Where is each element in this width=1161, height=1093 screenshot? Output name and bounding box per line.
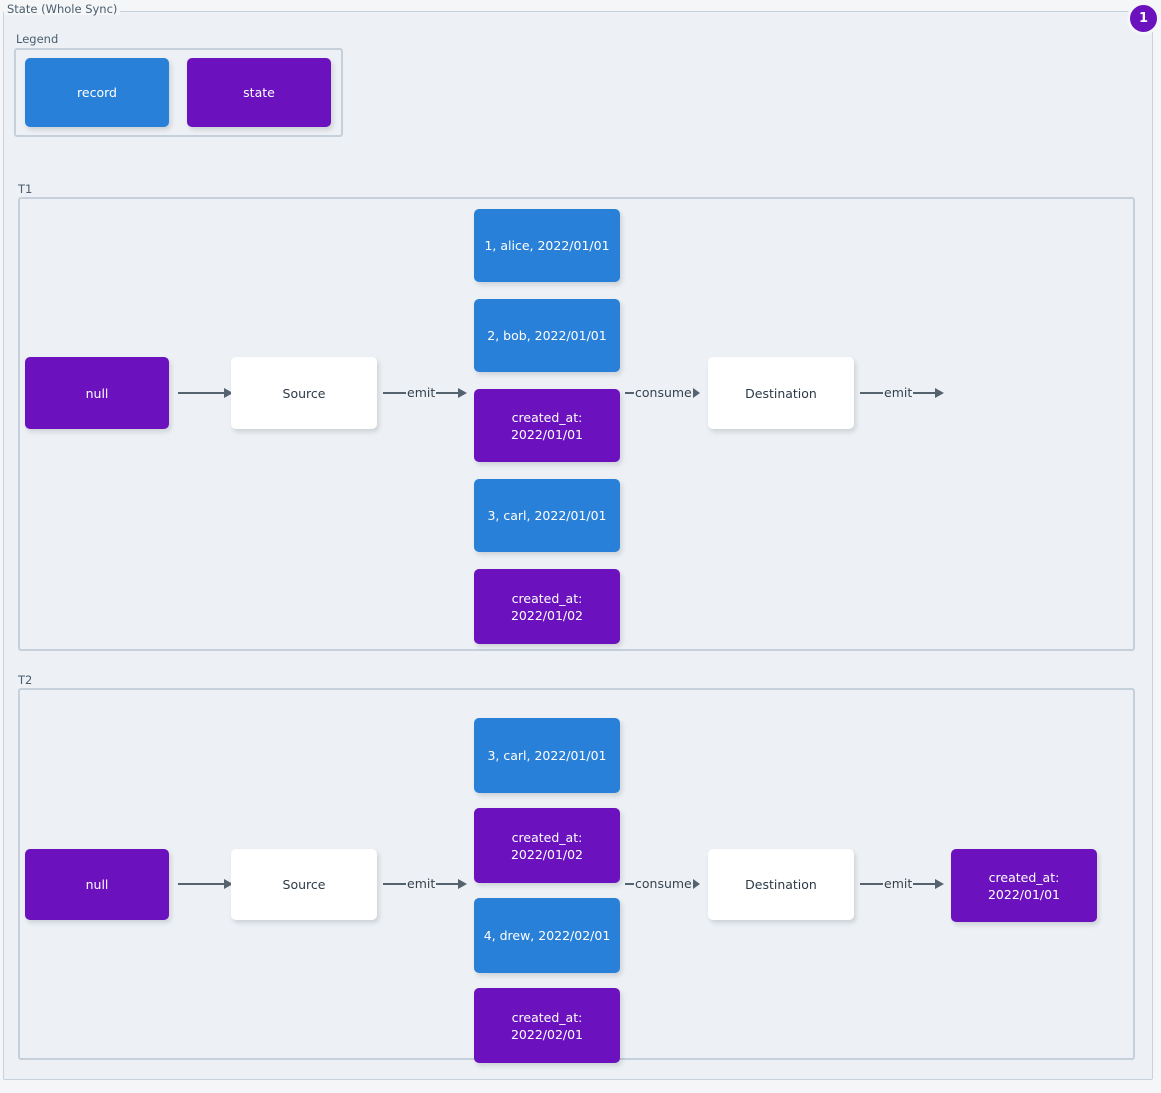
t2-output-state-node: created_at: 2022/01/01 (951, 849, 1097, 922)
t1-consume-label: consume (635, 385, 692, 400)
t2-stream-label-3: created_at: 2022/02/01 (510, 1009, 584, 1042)
t2-stream-label-2: 4, drew, 2022/02/01 (483, 928, 611, 943)
t2-stream-item-2: 4, drew, 2022/02/01 (474, 898, 620, 973)
legend-label-record: record (77, 85, 117, 100)
t1-stream-label-0: 1, alice, 2022/01/01 (484, 238, 610, 253)
t2-initial-state-label: null (85, 877, 109, 892)
arrow-line (625, 882, 634, 886)
t2-source-label: Source (282, 877, 326, 892)
legend-label-state: state (243, 85, 275, 100)
arrow-line (860, 882, 883, 886)
arrow-line (383, 391, 406, 395)
arrow-head-icon (935, 879, 945, 889)
t1-initial-state-node: null (25, 357, 169, 429)
t2-emit-label-source: emit (407, 876, 436, 891)
t1-stream-item-1: 2, bob, 2022/01/01 (474, 299, 620, 372)
t2-initial-state-node: null (25, 849, 169, 920)
arrow-line (913, 882, 936, 886)
t1-stream-item-4: created_at: 2022/01/02 (474, 569, 620, 644)
t1-stream-item-2: created_at: 2022/01/01 (474, 389, 620, 462)
t1-arrow-state-to-source (178, 384, 233, 402)
t2-arrow-source-emit: emit (383, 875, 468, 893)
arrow-head-icon (692, 388, 700, 398)
t2-source-node: Source (231, 849, 377, 920)
legend-title: Legend (16, 32, 59, 46)
t1-destination-label: Destination (745, 385, 817, 401)
t2-emit-label-destination: emit (884, 876, 913, 891)
t2-arrow-state-to-source (178, 875, 233, 893)
t2-stream-item-0: 3, carl, 2022/01/01 (474, 718, 620, 793)
t1-stream-label-1: 2, bob, 2022/01/01 (487, 328, 607, 343)
arrow-line (383, 882, 406, 886)
legend-swatch-state: state (187, 58, 331, 127)
t1-initial-state-label: null (85, 385, 109, 401)
t1-arrow-destination-emit: emit (860, 384, 945, 402)
t1-stream-label-4: created_at: 2022/01/02 (510, 590, 584, 623)
arrow-line (178, 882, 224, 886)
t1-emit-label-source: emit (407, 385, 436, 400)
t2-stream-label-0: 3, carl, 2022/01/01 (487, 748, 607, 763)
t1-title: T1 (18, 182, 33, 196)
t2-stream-label-1: created_at: 2022/01/02 (510, 829, 584, 862)
t2-title: T2 (18, 673, 33, 687)
arrow-line (860, 391, 883, 395)
t1-stream-item-0: 1, alice, 2022/01/01 (474, 209, 620, 282)
t1-stream-label-3: 3, carl, 2022/01/01 (487, 508, 607, 523)
t2-destination-node: Destination (708, 849, 854, 920)
arrow-head-icon (458, 388, 468, 398)
t1-emit-label-destination: emit (884, 385, 913, 400)
t1-stream-label-2: created_at: 2022/01/01 (510, 409, 584, 442)
arrow-line (436, 391, 459, 395)
status-badge-count: 1 (1138, 11, 1149, 26)
legend-swatch-record: record (25, 58, 169, 127)
t1-source-label: Source (282, 385, 326, 401)
t2-consume-label: consume (635, 876, 692, 891)
t1-arrow-consume: consume (625, 384, 700, 402)
t1-destination-node: Destination (708, 357, 854, 429)
t2-stream-item-1: created_at: 2022/01/02 (474, 808, 620, 883)
t2-arrow-destination-emit: emit (860, 875, 945, 893)
arrow-line (913, 391, 936, 395)
t1-source-node: Source (231, 357, 377, 429)
arrow-line (178, 391, 224, 395)
t1-arrow-source-emit: emit (383, 384, 468, 402)
arrow-head-icon (692, 879, 700, 889)
diagram-title: State (Whole Sync) (4, 3, 121, 15)
t2-destination-label: Destination (745, 877, 817, 892)
arrow-line (436, 882, 459, 886)
t2-stream-item-3: created_at: 2022/02/01 (474, 988, 620, 1063)
arrow-head-icon (935, 388, 945, 398)
arrow-head-icon (224, 388, 233, 398)
arrow-head-icon (458, 879, 468, 889)
arrow-head-icon (224, 879, 233, 889)
arrow-line (625, 391, 634, 395)
t2-arrow-consume: consume (625, 875, 700, 893)
status-badge[interactable]: 1 (1127, 2, 1160, 35)
t1-stream-item-3: 3, carl, 2022/01/01 (474, 479, 620, 552)
t2-output-state-label: created_at: 2022/01/01 (987, 869, 1061, 902)
